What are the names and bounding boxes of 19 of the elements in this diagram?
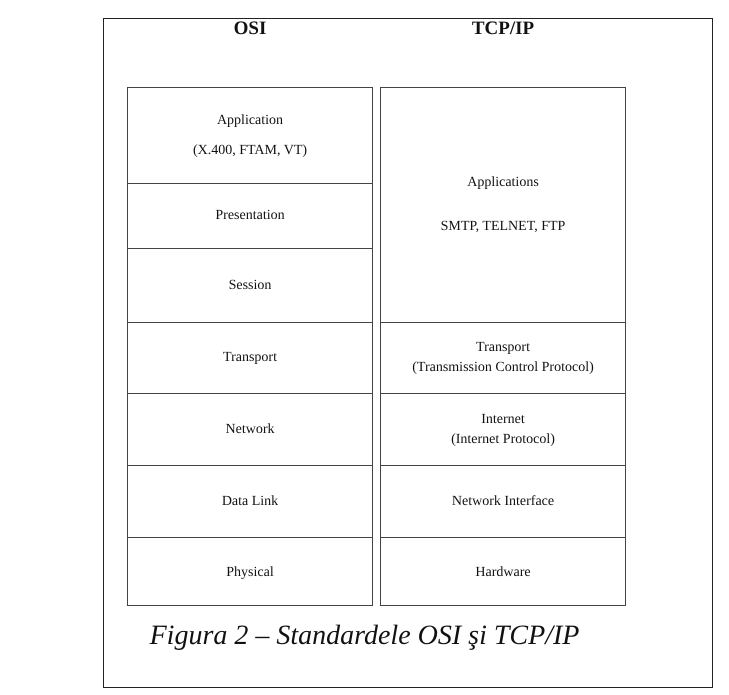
layer-label: Transport	[223, 349, 277, 367]
layer-label: (Transmission Control Protocol)	[412, 359, 594, 377]
column-heading: OSI	[232, 18, 268, 40]
layer-label: Network Interface	[452, 492, 554, 510]
layer-label: Network	[226, 420, 274, 438]
layer-label: Hardware	[475, 564, 531, 582]
layer-label: Application	[216, 112, 284, 130]
layer-label: Data Link	[222, 492, 278, 510]
layer-label: (Internet Protocol)	[451, 430, 555, 448]
layer-label: Internet	[481, 410, 525, 428]
layer-label: Applications	[467, 174, 539, 192]
layer-label: Session	[228, 276, 272, 294]
layer-label: (X.400, FTAM, VT)	[192, 142, 308, 160]
layer-label: Physical	[226, 564, 274, 582]
layer-label: Transport	[476, 339, 530, 357]
column-heading: TCP/IP	[470, 18, 536, 40]
figure-caption: Figura 2 – Standardele OSI şi TCP/IP	[148, 620, 580, 652]
layer-label: SMTP, TELNET, FTP	[440, 218, 566, 236]
layer-label: Presentation	[215, 207, 285, 225]
